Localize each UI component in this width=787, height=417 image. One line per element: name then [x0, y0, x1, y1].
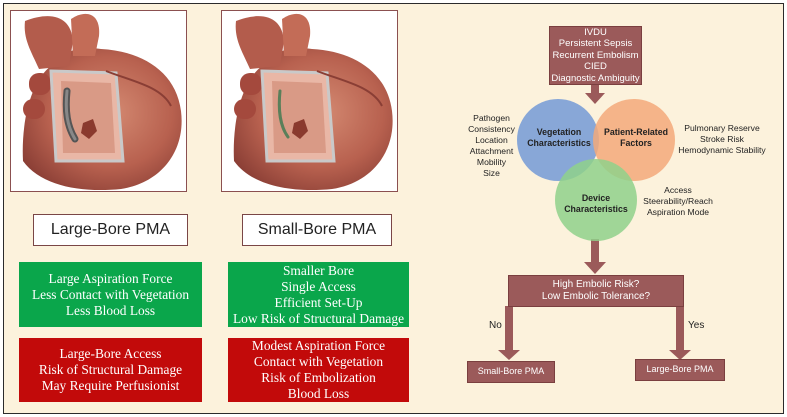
- indication-item: Recurrent Embolism: [552, 49, 639, 61]
- large-bore-label: Large-Bore PMA: [33, 214, 188, 246]
- device-circle: [555, 159, 637, 241]
- vegetation-circle: [517, 99, 599, 181]
- indications-box: IVDU Persistent Sepsis Recurrent Embolis…: [549, 26, 642, 85]
- indication-item: CIED: [584, 61, 607, 73]
- advantage-item: Efficient Set-Up: [274, 294, 363, 310]
- indication-item: Persistent Sepsis: [558, 38, 633, 50]
- indication-item: Diagnostic Ambiguity: [551, 72, 640, 84]
- large-bore-disadvantages: Large-Bore Access Risk of Structural Dam…: [19, 338, 202, 402]
- large-bore-advantages: Large Aspiration Force Less Contact with…: [19, 262, 202, 327]
- device-factors-list: Access Steerability/Reach Aspiration Mod…: [643, 185, 713, 217]
- arrow-head-no: [498, 350, 520, 360]
- arrow-shaft-yes: [676, 306, 684, 350]
- advantage-item: Large Aspiration Force: [48, 270, 173, 286]
- arrow-shaft-middle: [591, 239, 599, 263]
- large-bore-heart-illustration: [10, 10, 187, 192]
- advantage-item: Less Contact with Vegetation: [31, 286, 190, 302]
- patient-factors-label: Patient-Related Factors: [603, 127, 669, 148]
- disadvantage-item: May Require Perfusionist: [41, 378, 180, 393]
- device-characteristics-label: Device Characteristics: [564, 193, 628, 214]
- small-bore-disadvantages: Modest Aspiration Force Contact with Veg…: [228, 338, 409, 402]
- large-bore-outcome-box: Large-Bore PMA: [635, 359, 725, 381]
- patient-factors-circle: [593, 99, 675, 181]
- small-bore-label: Small-Bore PMA: [242, 214, 392, 246]
- disadvantage-item: Large-Bore Access: [59, 346, 162, 361]
- arrow-head-top: [585, 93, 605, 104]
- decision-box: High Embolic Risk? Low Embolic Tolerance…: [508, 275, 684, 307]
- arrow-head-yes: [669, 350, 691, 360]
- patient-factors-list: Pulmonary Reserve Stroke Risk Hemodynami…: [678, 123, 766, 155]
- arrow-shaft-no: [505, 306, 513, 350]
- disadvantage-item: Blood Loss: [287, 386, 350, 401]
- disadvantage-item: Contact with Vegetation: [253, 354, 384, 369]
- indication-item: IVDU: [584, 26, 607, 38]
- arrow-shaft-top: [591, 83, 599, 93]
- advantage-item: Less Blood Loss: [65, 302, 156, 318]
- disadvantage-item: Risk of Embolization: [261, 370, 376, 385]
- small-bore-advantages: Smaller Bore Single Access Efficient Set…: [228, 262, 409, 327]
- vegetation-characteristics-label: Vegetation Characteristics: [527, 127, 591, 148]
- arrow-head-middle: [584, 262, 606, 274]
- advantage-item: Low Risk of Structural Damage: [232, 310, 405, 326]
- yes-branch-label: Yes: [688, 320, 705, 331]
- small-bore-heart-illustration: [221, 10, 398, 192]
- small-bore-outcome-box: Small-Bore PMA: [467, 361, 555, 383]
- no-branch-label: No: [489, 320, 502, 331]
- advantage-item: Smaller Bore: [282, 262, 355, 278]
- advantage-item: Single Access: [281, 278, 356, 294]
- disadvantage-item: Risk of Structural Damage: [38, 362, 183, 377]
- disadvantage-item: Modest Aspiration Force: [251, 338, 386, 353]
- vegetation-factors-list: Pathogen Consistency Location Attachment…: [468, 113, 515, 178]
